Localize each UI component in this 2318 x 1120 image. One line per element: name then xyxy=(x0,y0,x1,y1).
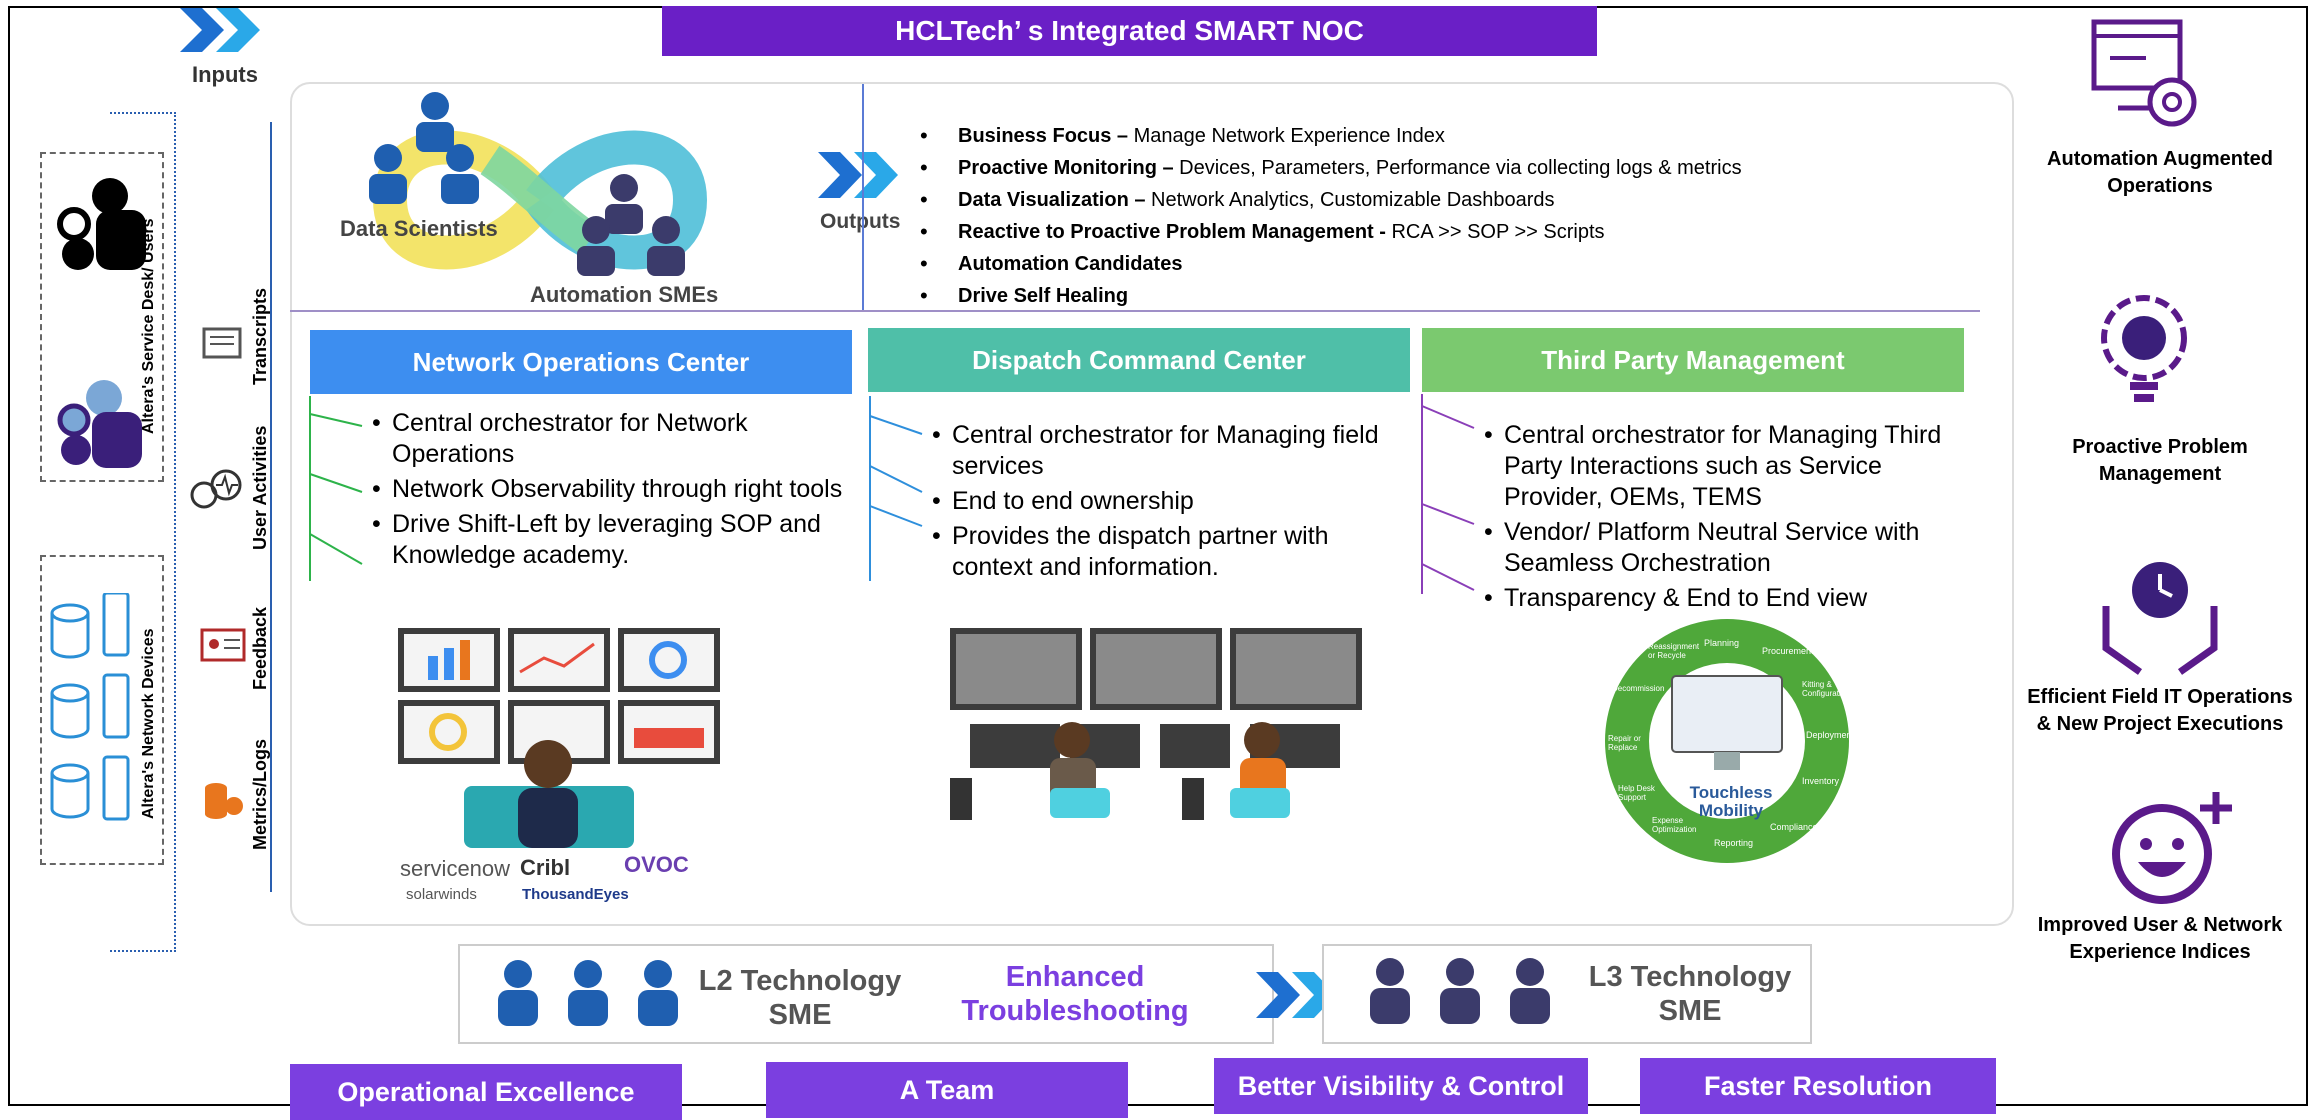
outputs-label: Outputs xyxy=(820,210,901,233)
output-item: Proactive Monitoring – Devices, Paramete… xyxy=(918,152,1742,184)
feedback-label: Feedback xyxy=(250,606,270,690)
hands-clock-icon xyxy=(2102,562,2218,675)
page-title: HCLTech’ s Integrated SMART NOC xyxy=(662,6,1597,56)
output-item: Drive Self Healing xyxy=(918,280,1742,312)
third-party-item: Vendor/ Platform Neutral Service with Se… xyxy=(1444,517,1964,579)
inputs-label: Inputs xyxy=(192,62,258,87)
servicenow-logo: servicenow xyxy=(400,856,511,881)
lifecycle-stage: Kitting & Configuration xyxy=(1802,680,1850,698)
smiley-plus-icon xyxy=(2112,792,2232,904)
inputs-bracket xyxy=(110,112,176,952)
benefit-automation-label: Automation Augmented Operations xyxy=(2047,148,2273,197)
l3-sme-people-icon xyxy=(1370,958,1550,1024)
l2-sme-label: L2 Technology SME xyxy=(698,965,902,1031)
output-item: Reactive to Proactive Problem Management… xyxy=(918,216,1742,248)
noc-dashboard-illustration xyxy=(398,628,720,848)
lifecycle-stage: Deployment xyxy=(1806,730,1855,740)
noc-item: Central orchestrator for Network Operati… xyxy=(332,408,872,470)
thousandeyes-logo: ThousandEyes xyxy=(522,886,629,903)
l3-sme-label: L3 Technology SME xyxy=(1588,961,1792,1027)
noc-item: Network Observability through right tool… xyxy=(332,474,872,505)
dispatch-item: Central orchestrator for Managing field … xyxy=(892,420,1412,482)
lifecycle-stage: Inventory xyxy=(1802,776,1840,786)
channels-divider xyxy=(270,122,272,892)
dispatch-header: Dispatch Command Center xyxy=(868,328,1410,392)
users-icon xyxy=(57,178,146,270)
service-desk-group: Altera's Service Desk/ Users xyxy=(40,152,164,482)
noc-header: Network Operations Center xyxy=(310,330,852,394)
transcripts-icon xyxy=(202,327,242,359)
noc-list: Central orchestrator for Network Operati… xyxy=(332,408,872,575)
dispatch-illustration xyxy=(950,628,1362,820)
inputs-chevron-icon xyxy=(180,8,260,52)
gear-bulb-icon xyxy=(2101,295,2187,402)
user-activities-label: User Activities xyxy=(250,425,270,550)
metrics-logs-icon xyxy=(205,783,243,819)
cribl-logo: Cribl xyxy=(520,855,571,880)
lifecycle-stage: Reporting xyxy=(1714,838,1754,848)
enhanced-troubleshooting-label: Enhanced Troubleshooting xyxy=(961,961,1189,1027)
third-party-list: Central orchestrator for Managing Third … xyxy=(1444,420,1964,618)
benefit-experience-label: Improved User & Network Experience Indic… xyxy=(2037,914,2283,963)
service-desk-label: Altera's Service Desk/ Users xyxy=(140,218,157,435)
better-visibility-button[interactable]: Better Visibility & Control xyxy=(1214,1058,1588,1114)
automation-gear-monitor-icon xyxy=(2091,19,2197,127)
outputs-divider xyxy=(862,84,864,310)
user-activities-icon xyxy=(190,469,242,509)
network-devices-icon xyxy=(50,593,130,821)
third-party-item: Transparency & End to End view xyxy=(1444,583,1964,614)
lifecycle-stage: Repair or Replace xyxy=(1608,734,1641,752)
outputs-list: Business Focus – Manage Network Experien… xyxy=(918,120,1742,312)
dispatch-list: Central orchestrator for Managing field … xyxy=(892,420,1412,587)
metrics-logs-label: Metrics/Logs xyxy=(250,738,270,850)
output-item: Business Focus – Manage Network Experien… xyxy=(918,120,1742,152)
automation-smes-icon xyxy=(577,174,685,276)
noc-item: Drive Shift-Left by leveraging SOP and K… xyxy=(332,509,872,571)
ovoc-logo: OVOC xyxy=(624,852,689,877)
lifecycle-stage: Reassignment or Recycle xyxy=(1648,642,1700,660)
network-devices-group: Altera's Network Devices xyxy=(40,555,164,865)
third-party-header: Third Party Management xyxy=(1422,328,1964,392)
lifecycle-stage: Procurement xyxy=(1762,646,1814,656)
faster-resolution-button[interactable]: Faster Resolution xyxy=(1640,1058,1996,1114)
operational-excellence-button[interactable]: Operational Excellence xyxy=(290,1064,682,1120)
output-item: Data Visualization – Network Analytics, … xyxy=(918,184,1742,216)
benefit-field-ops-label: Efficient Field IT Operations & New Proj… xyxy=(2027,686,2293,735)
lifecycle-center-label: Touchless Mobility xyxy=(1689,783,1773,820)
lifecycle-stages: Planning Procurement Kitting & Configura… xyxy=(1602,616,1855,866)
lifecycle-stage: Planning xyxy=(1704,638,1740,648)
output-item: Automation Candidates xyxy=(918,248,1742,280)
dispatch-item: Provides the dispatch partner with conte… xyxy=(892,521,1412,583)
data-scientists-label: Data Scientists xyxy=(340,216,498,241)
lifecycle-stage: Decommission xyxy=(1612,684,1665,693)
lifecycle-stage: Compliance xyxy=(1770,822,1818,832)
lifecycle-stage: Expense Optimization xyxy=(1652,816,1697,834)
third-party-item: Central orchestrator for Managing Third … xyxy=(1444,420,1964,513)
data-scientists-icon xyxy=(369,92,479,204)
lifecycle-wheel-icon xyxy=(1605,619,1849,863)
service-desk-users-icon xyxy=(57,380,142,468)
l2-sme-people-icon xyxy=(498,960,678,1026)
solarwinds-logo: solarwinds xyxy=(406,886,477,903)
lifecycle-stage: Help Desk Support xyxy=(1618,784,1655,802)
transcripts-label: Transcripts xyxy=(250,287,270,385)
automation-smes-label: Automation SMEs xyxy=(530,282,719,307)
outputs-chevron-icon xyxy=(818,152,898,198)
a-team-button[interactable]: A Team xyxy=(766,1062,1128,1118)
network-devices-label: Altera's Network Devices xyxy=(140,628,157,819)
dispatch-item: End to end ownership xyxy=(892,486,1412,517)
benefit-problem-mgmt-label: Proactive Problem Management xyxy=(2072,436,2248,485)
feedback-icon xyxy=(200,628,246,662)
